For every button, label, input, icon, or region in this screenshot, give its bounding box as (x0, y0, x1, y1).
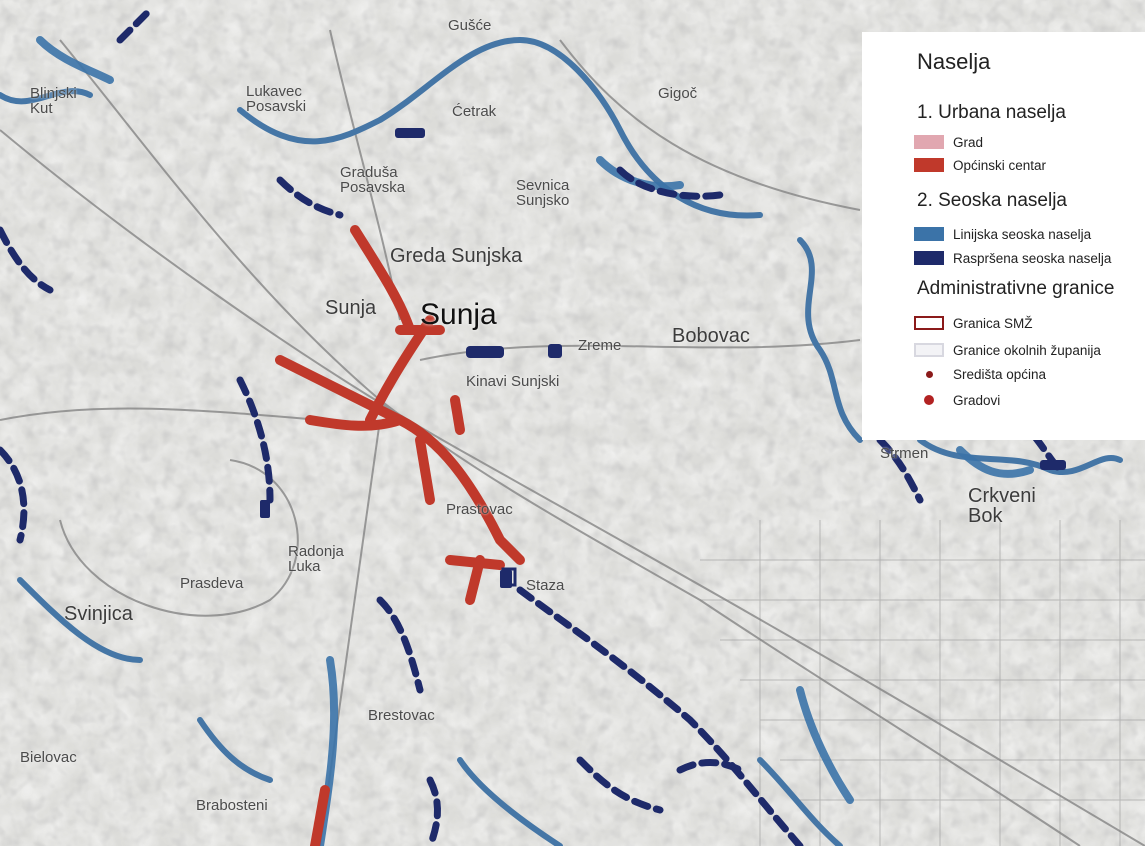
map-legend: Naselja 1. Urbana naselja Grad Općinski … (862, 32, 1145, 440)
legend-label-opcinski-centar: Općinski centar (953, 157, 1047, 173)
place-label-svinjica: Svinjica (64, 603, 133, 625)
legend-item-sredista-opcina: Središta općina (914, 365, 1046, 383)
place-label-cetrak: Ćetrak (452, 103, 497, 120)
place-label-lukavec-posavski: Lukavec Posavski (246, 83, 307, 115)
river-sava (237, 37, 763, 219)
place-label-prastovac: Prastovac (446, 501, 513, 518)
road-ne (559, 39, 861, 211)
linear-settlement-swatch-icon (914, 227, 944, 241)
river-se (757, 757, 843, 846)
place-label-sunja-main: Sunja (420, 298, 497, 331)
legend-label-rasprsena: Raspršena seoska naselja (953, 250, 1112, 266)
municipality-center-dot-icon (925, 370, 933, 378)
river-sava-west (0, 88, 93, 105)
dispersed-settlement-swatch-icon (914, 251, 944, 265)
legend-label-granice-okolnih: Granice okolnih županija (953, 342, 1101, 358)
grad-swatch-icon (914, 135, 944, 149)
place-label-brestovac: Brestovac (368, 707, 435, 724)
municipal-center-swatch-icon (914, 158, 944, 172)
city-dot-icon (924, 395, 934, 405)
dispersed-settlements (0, 6, 1064, 846)
legend-section-urban: 1. Urbana naselja (917, 102, 1066, 123)
place-label-crkveni-bok: Crkveni Bok (968, 485, 1036, 527)
legend-label-gradovi: Gradovi (953, 392, 1001, 408)
legend-section-rural: 2. Seoska naselja (917, 190, 1067, 211)
place-label-radonja-luka: Radonja Luka (288, 543, 344, 575)
legend-section-admin: Administrativne granice (917, 278, 1115, 299)
field-grid (700, 520, 1145, 846)
place-label-bobovac: Bobovac (672, 325, 750, 347)
place-label-brabosteni: Brabosteni (196, 797, 268, 814)
place-label-bielovac: Bielovac (20, 749, 77, 766)
county-border-swatch-icon (914, 316, 944, 330)
place-label-sevnica-sunjsko: Sevnica Sunjsko (516, 177, 570, 209)
place-label-strmen: Strmen (880, 445, 929, 462)
legend-item-rasprsena: Raspršena seoska naselja (914, 249, 1111, 267)
place-label-zreme: Zreme (578, 337, 622, 354)
river-sw (17, 577, 143, 663)
place-label-greda-sunjska: Greda Sunjska (390, 245, 523, 267)
river-lower (457, 757, 563, 846)
road-main (59, 39, 1081, 846)
place-label-staza: Staza (526, 577, 565, 594)
place-label-gradusa-posavska: Graduša Posavska (340, 164, 406, 196)
legend-item-grad: Grad (914, 133, 983, 151)
rivers (0, 37, 1123, 846)
place-label-kinavi-sunjski: Kinavi Sunjski (466, 373, 560, 390)
river-far-sw (197, 717, 273, 783)
staza-center-marker (501, 567, 517, 587)
legend-item-opcinski-centar: Općinski centar (914, 156, 1046, 174)
road-west (0, 407, 321, 421)
legend-item-gradovi: Gradovi (914, 391, 1000, 409)
municipal-center-sunja (275, 225, 525, 846)
legend-item-granica-smz: Granica SMŽ (914, 314, 1033, 332)
neighbour-border-swatch-icon (914, 343, 944, 357)
legend-label-sredista-opcina: Središta općina (953, 366, 1047, 382)
place-label-sunja-map: Sunja (325, 297, 377, 319)
legend-label-granica-smz: Granica SMŽ (953, 315, 1033, 331)
legend-label-linijska: Linijska seoska naselja (953, 226, 1092, 242)
place-label-blinjski-kut: Blinjski Kut (30, 85, 77, 117)
legend-item-granice-okolnih: Granice okolnih županija (914, 341, 1101, 359)
road-loop (59, 459, 299, 617)
legend-item-linijska: Linijska seoska naselja (914, 225, 1091, 243)
railway (0, 129, 1145, 846)
river-sunja-north (797, 237, 863, 443)
legend-title: Naselja (917, 49, 991, 74)
legend-label-grad: Grad (953, 134, 984, 150)
place-label-prasdeva: Prasdeva (180, 575, 244, 592)
place-label-gigoc: Gigoč (658, 85, 698, 102)
place-label-gusce: Gušće (448, 17, 492, 34)
